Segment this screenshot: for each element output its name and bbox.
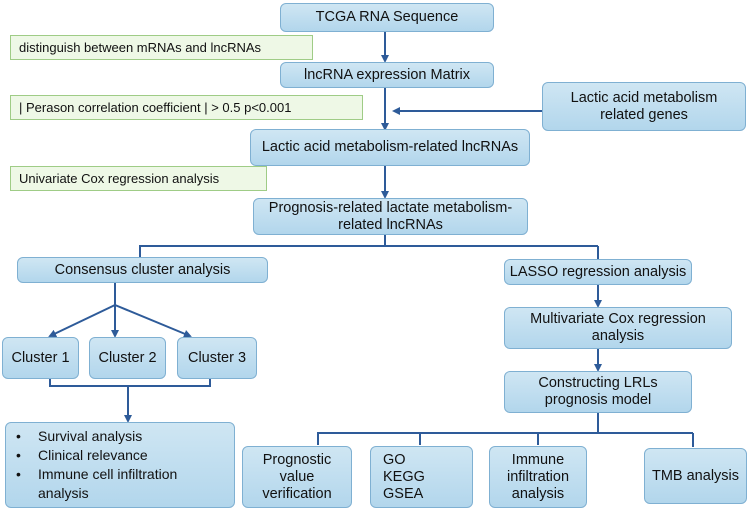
node-tcga-rna-sequence: TCGA RNA Sequence	[280, 3, 494, 32]
list-item: Clinical relevance	[10, 446, 230, 465]
node-lactic-lncrnas: Lactic acid metabolism-related lncRNAs	[250, 129, 530, 166]
list-item: Immune cell infiltration analysis	[10, 465, 230, 503]
node-cluster-2: Cluster 2	[89, 337, 166, 379]
kegg-label: KEGG	[383, 468, 425, 485]
node-prognosis-lncrnas: Prognosis-related lactate metabolism-rel…	[253, 198, 528, 235]
model-split	[317, 413, 599, 445]
node-consensus-cluster: Consensus cluster analysis	[17, 257, 268, 283]
split-connector	[139, 235, 386, 257]
arrow-to-cluster3	[114, 304, 192, 338]
note-pearson: | Perason correlation coefficient | > 0.…	[10, 95, 363, 120]
note-univariate: Univariate Cox regression analysis	[10, 166, 267, 191]
clusters-merge	[49, 379, 211, 387]
node-go-kegg-gsea: GO KEGG GSEA	[370, 446, 473, 508]
gsea-label: GSEA	[383, 485, 424, 502]
node-cluster-3: Cluster 3	[177, 337, 257, 379]
node-lactic-acid-genes: Lactic acid metabolism related genes	[542, 82, 746, 131]
node-cluster-1: Cluster 1	[2, 337, 79, 379]
node-lasso-regression: LASSO regression analysis	[504, 259, 692, 285]
node-cluster-results: Survival analysis Clinical relevance Imm…	[5, 422, 235, 508]
note-distinguish: distinguish between mRNAs and lncRNAs	[10, 35, 313, 60]
node-constructing-model: Constructing LRLs prognosis model	[504, 371, 692, 413]
node-multivariate-cox: Multivariate Cox regression analysis	[504, 307, 732, 349]
node-prognostic-verification: Prognostic value verification	[242, 446, 352, 508]
list-item: Survival analysis	[10, 427, 230, 446]
node-tmb-analysis: TMB analysis	[644, 448, 747, 504]
arrow-to-cluster1	[48, 304, 116, 338]
go-label: GO	[383, 451, 406, 468]
node-lncrna-expression-matrix: lncRNA expression Matrix	[280, 62, 494, 88]
node-immune-infiltration: Immune infiltration analysis	[489, 446, 587, 508]
cluster-results-list: Survival analysis Clinical relevance Imm…	[10, 427, 230, 503]
